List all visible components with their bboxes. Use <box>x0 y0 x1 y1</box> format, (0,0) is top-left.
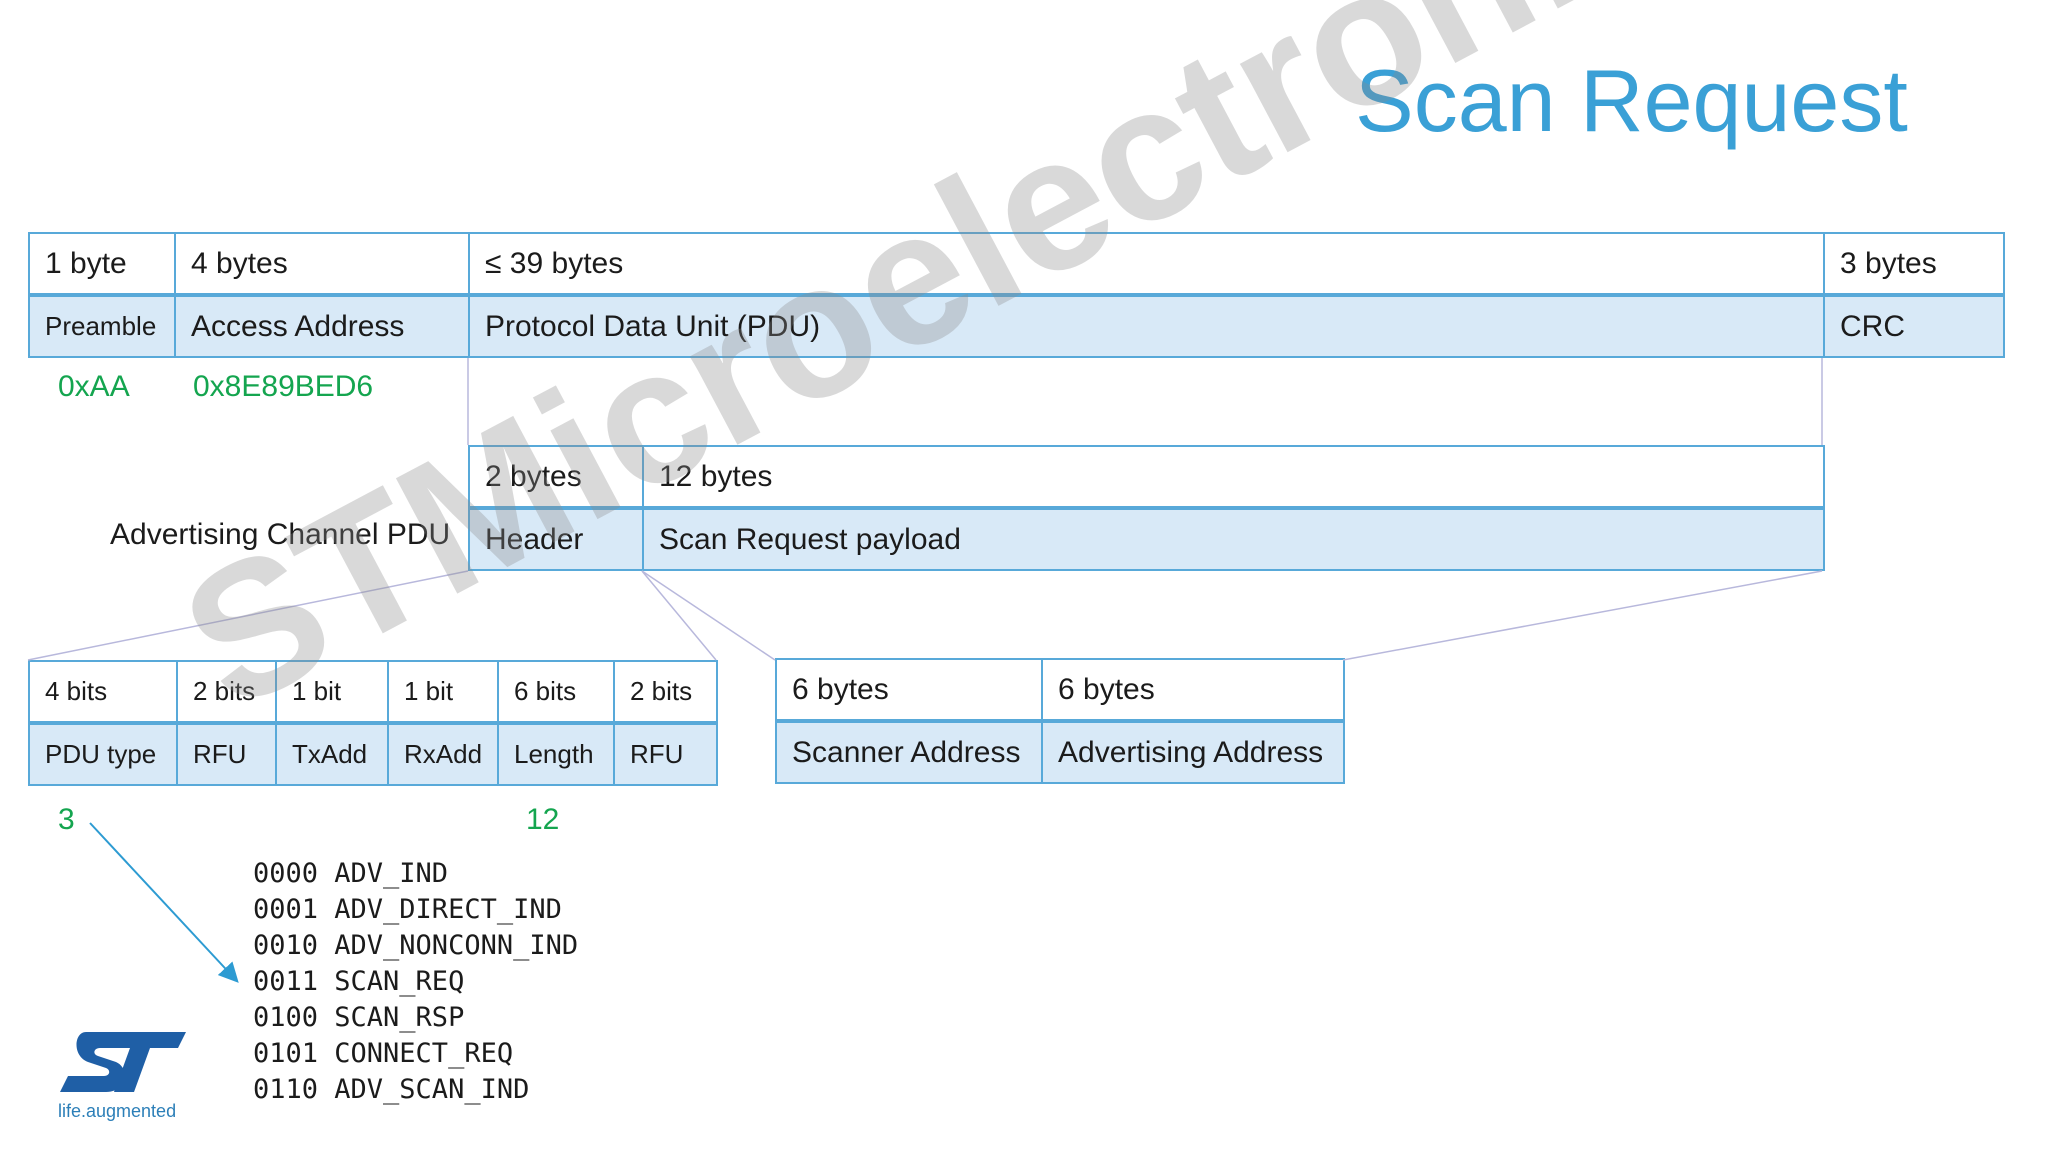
header-field-rfu-2: RFU <box>613 722 718 786</box>
header-size-txadd: 1 bit <box>275 660 389 725</box>
header-table: 4 bits 2 bits 1 bit 1 bit 6 bits 2 bits … <box>28 660 718 786</box>
pdu-type-item: 0100 SCAN_RSP <box>253 1002 465 1033</box>
packet-table: 1 byte 4 bytes ≤ 39 bytes 3 bytes Preamb… <box>28 232 2005 358</box>
connector-header-right <box>641 570 717 661</box>
slide-title: Scan Request <box>1355 51 1908 150</box>
payload-size-advertising: 6 bytes <box>1041 658 1345 723</box>
pdu-type-list: 0000 ADV_IND 0001 ADV_DIRECT_IND 0010 ADV_… <box>253 856 578 1108</box>
adv-pdu-label: Advertising Channel PDU <box>110 518 451 551</box>
packet-size-crc: 3 bytes <box>1823 232 2005 297</box>
preamble-value: 0xAA <box>58 370 130 403</box>
packet-size-access-address: 4 bytes <box>174 232 470 297</box>
pdu-type-arrow <box>89 822 239 983</box>
payload-size-scanner: 6 bytes <box>775 658 1043 723</box>
pdu-type-item: 0010 ADV_NONCONN_IND <box>253 930 579 961</box>
packet-size-preamble: 1 byte <box>28 232 176 297</box>
connector-payload-right <box>1342 570 1823 661</box>
pdu-type-item: 0001 ADV_DIRECT_IND <box>253 894 562 925</box>
pdu-type-item: 0101 CONNECT_REQ <box>253 1038 514 1069</box>
packet-size-pdu: ≤ 39 bytes <box>468 232 1825 297</box>
header-field-length: Length <box>497 722 615 786</box>
payload-table: 6 bytes 6 bytes Scanner Address Advertis… <box>775 658 1345 784</box>
header-field-rxadd: RxAdd <box>387 722 499 786</box>
length-value: 12 <box>526 803 560 836</box>
header-field-rfu-1: RFU <box>176 722 277 786</box>
connector-header-left <box>27 570 469 661</box>
packet-field-preamble: Preamble <box>28 294 176 358</box>
pdu-type-item: 0000 ADV_IND <box>253 858 449 889</box>
packet-field-pdu: Protocol Data Unit (PDU) <box>468 294 1825 358</box>
header-size-pdu-type: 4 bits <box>28 660 178 725</box>
header-size-length: 6 bits <box>497 660 615 725</box>
connector-payload-left <box>641 570 776 661</box>
pdu-type-item: 0110 ADV_SCAN_IND <box>253 1074 530 1105</box>
adv-pdu-size-payload: 12 bytes <box>642 445 1825 510</box>
header-size-rfu-2: 2 bits <box>613 660 718 725</box>
header-size-rfu-1: 2 bits <box>176 660 277 725</box>
adv-pdu-field-payload: Scan Request payload <box>642 507 1825 571</box>
adv-pdu-field-header: Header <box>468 507 644 571</box>
logo-tagline: life.augmented <box>58 1101 177 1121</box>
st-logo-icon <box>60 1032 186 1092</box>
access-address-value: 0x8E89BED6 <box>193 370 374 403</box>
pdu-type-item: 0011 SCAN_REQ <box>253 966 465 997</box>
adv-pdu-table: 2 bytes 12 bytes Header Scan Request pay… <box>468 445 1825 571</box>
payload-field-scanner-address: Scanner Address <box>775 720 1043 784</box>
header-field-pdu-type: PDU type <box>28 722 178 786</box>
packet-field-crc: CRC <box>1823 294 2005 358</box>
payload-field-advertising-address: Advertising Address <box>1041 720 1345 784</box>
header-field-txadd: TxAdd <box>275 722 389 786</box>
packet-field-access-address: Access Address <box>174 294 470 358</box>
adv-pdu-size-header: 2 bytes <box>468 445 644 510</box>
pdu-type-value: 3 <box>58 803 75 836</box>
header-size-rxadd: 1 bit <box>387 660 499 725</box>
